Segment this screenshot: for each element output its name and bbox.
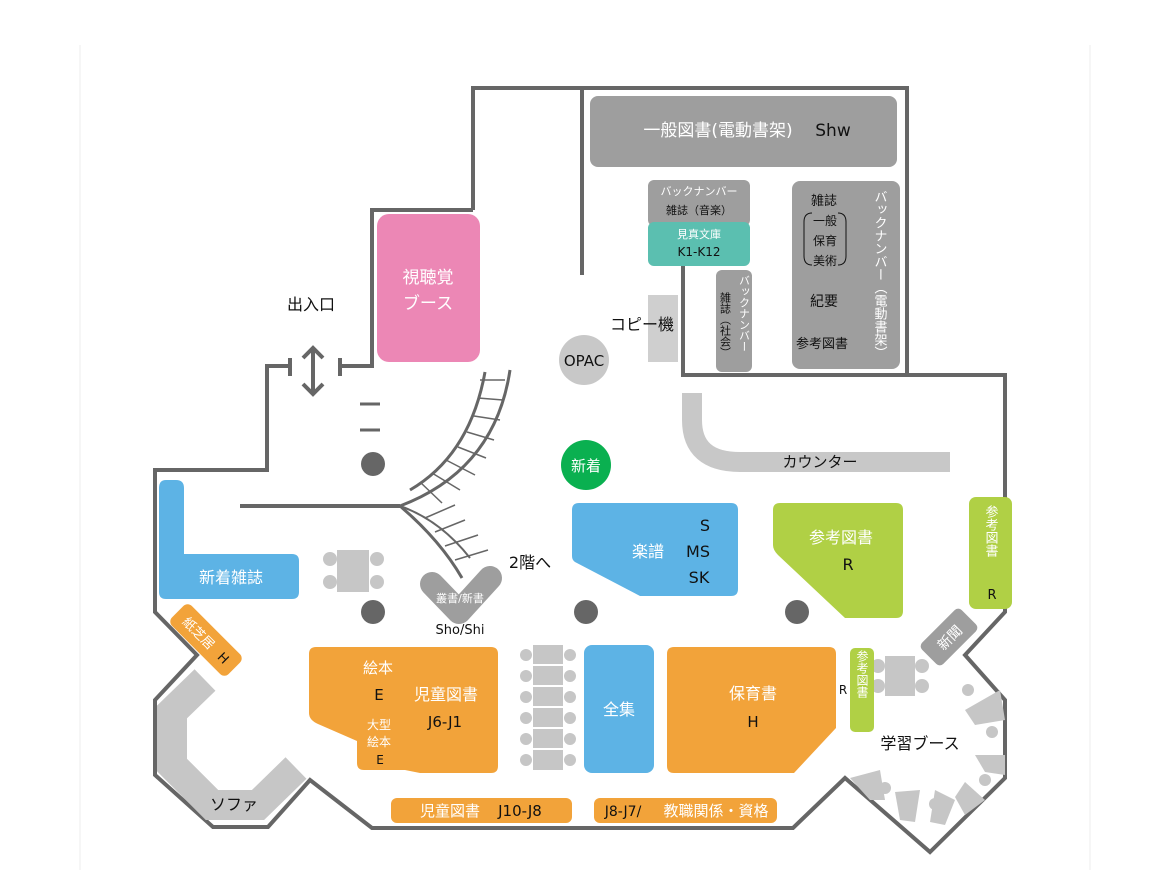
- sheet-music-label: 楽譜: [632, 542, 664, 561]
- children-books-label: 児童図書: [414, 685, 478, 704]
- entrance-label: 出入口: [287, 295, 335, 314]
- stacks-vertical: バックナンバー（電動書架）: [872, 190, 888, 359]
- entrance[interactable]: 出入口: [287, 295, 342, 397]
- teaching-bottom-label: 教職関係・資格: [663, 802, 768, 820]
- shelf-series[interactable]: 叢書/新書 Sho/Shi: [420, 566, 502, 638]
- reference-main-label: 参考図書: [809, 528, 873, 547]
- childcare-books-code: H: [747, 713, 758, 731]
- shelf-childcare-books[interactable]: 保育書 H: [667, 647, 836, 773]
- table-right: [871, 656, 929, 696]
- stacks-childcare: 保育: [813, 233, 837, 248]
- new-magazines-label: 新着雑誌: [199, 568, 263, 587]
- shelf-children-bottom[interactable]: 児童図書 J10-J8: [391, 798, 572, 823]
- stacks-bulletins: 紀要: [810, 294, 838, 310]
- door-arrow-icon: [288, 345, 342, 397]
- social-backnumber-vertical: バックナンバー: [738, 275, 751, 352]
- sofa-label: ソファ: [210, 795, 258, 814]
- pillars: [361, 452, 809, 624]
- social-backnumber-label: 雑誌（社会）: [719, 291, 732, 358]
- av-booth-line1: 視聴覚: [403, 268, 454, 288]
- study-booth[interactable]: 学習ブース: [850, 684, 1005, 825]
- mima-bunko-code: K1-K12: [678, 245, 721, 259]
- children-bottom-label: 児童図書: [420, 802, 480, 820]
- shelf-kamishibai[interactable]: 紙芝居 H: [168, 602, 244, 678]
- large-picture-books-line2: 絵本: [367, 734, 391, 749]
- music-backnumber-line1: バックナンバー: [661, 185, 738, 198]
- stacks-art: 美術: [813, 254, 837, 268]
- new-arrivals-label: 新着: [571, 457, 601, 475]
- reference-main-code: R: [842, 555, 853, 574]
- shelf-reference-small[interactable]: 参考図書 R: [839, 648, 874, 732]
- shelf-reference-right[interactable]: 参考図書 R: [969, 497, 1012, 609]
- opac-terminal[interactable]: OPAC: [559, 335, 609, 385]
- copier-label: コピー機: [610, 315, 674, 334]
- sofa[interactable]: ソファ: [157, 669, 307, 820]
- shelf-sheet-music[interactable]: 楽譜 S MS SK: [572, 503, 738, 596]
- large-picture-books-code: E: [376, 753, 384, 767]
- sheet-music-code-ms: MS: [686, 542, 710, 561]
- study-booth-desks: [850, 684, 1005, 825]
- study-booth-label: 学習ブース: [880, 734, 959, 753]
- shelf-collected-works[interactable]: 全集: [584, 645, 654, 773]
- mima-bunko-label: 見真文庫: [677, 227, 721, 241]
- shelf-general-books[interactable]: 一般図書(電動書架) Shw: [590, 96, 897, 167]
- reference-small-code: R: [839, 683, 847, 697]
- shelf-teaching-bottom[interactable]: J8-J7/ 教職関係・資格: [594, 798, 777, 823]
- shelf-new-magazines[interactable]: 新着雑誌: [159, 480, 299, 599]
- series-code: Sho/Shi: [436, 623, 485, 638]
- shelf-reference-main[interactable]: 参考図書 R: [773, 503, 903, 618]
- shelf-music-backnumber[interactable]: バックナンバー 雑誌（音楽）: [648, 180, 750, 226]
- shelf-children-books[interactable]: 絵本 E 大型 絵本 E 児童図書 J6-J1: [309, 647, 498, 773]
- stacks-reference: 参考図書: [796, 336, 848, 352]
- children-bottom-code: J10-J8: [497, 802, 542, 820]
- shelf-social-backnumber[interactable]: バックナンバー 雑誌（社会）: [716, 270, 752, 372]
- counter-label: カウンター: [782, 453, 857, 471]
- table-long: [520, 645, 576, 770]
- shelf-electric-stacks[interactable]: 雑誌 一般 保育 美術 紀要 参考図書 バックナンバー（電動書架）: [792, 181, 900, 369]
- reference-small-label: 参考図書: [855, 649, 869, 699]
- childcare-books-label: 保育書: [729, 684, 777, 703]
- av-booth[interactable]: 視聴覚 ブース: [377, 214, 480, 362]
- general-books-code: Shw: [815, 121, 851, 141]
- shelf-mima-bunko[interactable]: 見真文庫 K1-K12: [648, 222, 750, 266]
- collected-works-label: 全集: [603, 700, 635, 719]
- opac-label: OPAC: [564, 352, 604, 370]
- copier[interactable]: コピー機: [610, 295, 678, 362]
- picture-books-code: E: [374, 686, 383, 704]
- sheet-music-code-sk: SK: [689, 568, 710, 587]
- picture-books-label: 絵本: [363, 659, 393, 677]
- series-label: 叢書/新書: [436, 591, 484, 605]
- stairs-label: 2階へ: [509, 553, 551, 572]
- counter[interactable]: カウンター: [682, 393, 950, 472]
- stacks-general: 一般: [813, 213, 837, 228]
- general-books-label: 一般図書(電動書架): [643, 121, 792, 141]
- children-books-code: J6-J1: [427, 713, 462, 731]
- teaching-bottom-code: J8-J7/: [604, 804, 642, 820]
- av-booth-line2: ブース: [403, 293, 453, 314]
- walls: [153, 86, 1007, 855]
- new-arrivals[interactable]: 新着: [561, 440, 611, 490]
- large-picture-books-line1: 大型: [367, 718, 391, 732]
- reference-right-code: R: [987, 588, 996, 603]
- music-backnumber-line2: 雑誌（音楽）: [666, 203, 732, 217]
- sheet-music-code-s: S: [700, 516, 710, 535]
- stacks-magazines: 雑誌: [811, 193, 837, 209]
- staircase[interactable]: [397, 369, 512, 579]
- table-left: [323, 550, 384, 592]
- reference-right-label: 参考図書: [983, 504, 999, 558]
